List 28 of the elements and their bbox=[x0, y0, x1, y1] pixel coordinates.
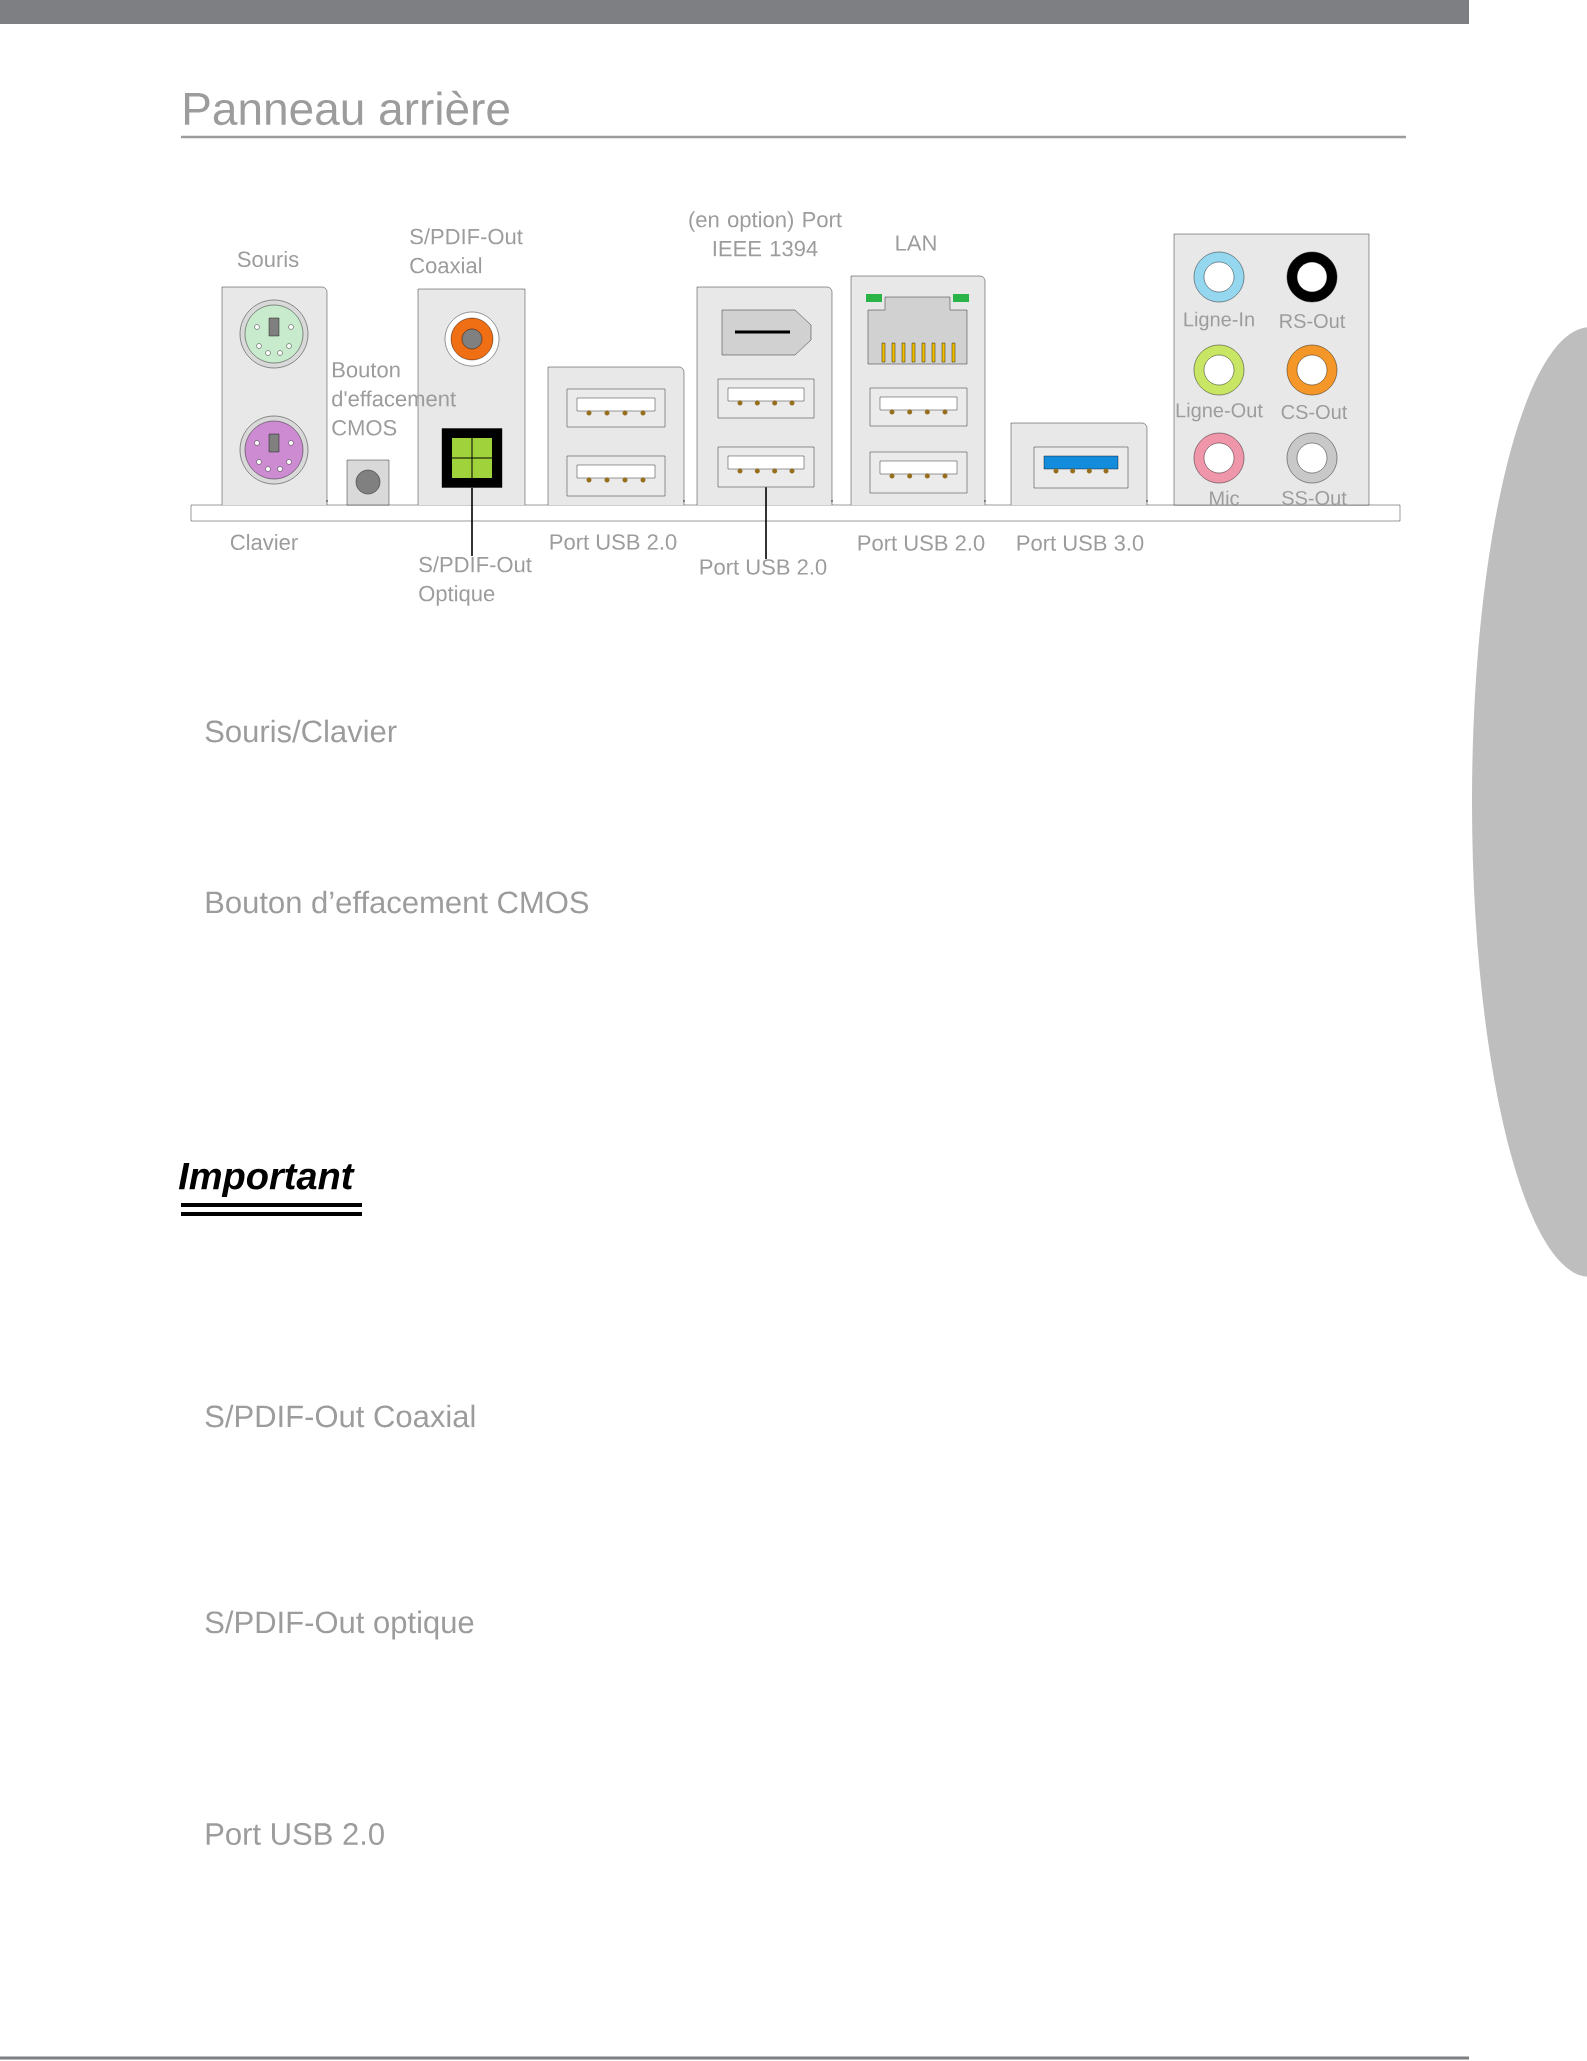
jack-label: CS-Out bbox=[1281, 404, 1348, 420]
section-heading: S/PDIF-Out Coaxial bbox=[205, 1404, 475, 1428]
port-label: Port USB 2.0 bbox=[858, 535, 985, 551]
optical-port bbox=[441, 428, 503, 488]
leader-line bbox=[471, 486, 473, 557]
port-label: Clavier bbox=[230, 533, 298, 551]
port-label: Souris bbox=[237, 250, 299, 268]
port-label: LAN bbox=[896, 235, 936, 251]
port-label: Port USB 2.0 bbox=[700, 559, 827, 575]
port-label: (en option) Port IEEE 1394 bbox=[689, 211, 842, 257]
jack-label: Ligne-In bbox=[1184, 311, 1254, 331]
jack-label: Ligne-Out bbox=[1176, 402, 1263, 422]
section-heading: Souris/Clavier bbox=[205, 719, 397, 743]
jack-label: RS-Out bbox=[1280, 313, 1346, 329]
important-heading: Important bbox=[178, 1163, 362, 1216]
leader-line bbox=[765, 486, 767, 560]
section-heading: Bouton d’effacement CMOS bbox=[206, 890, 589, 914]
usb-port bbox=[717, 446, 815, 488]
page-title: Panneau arrière bbox=[185, 90, 509, 126]
port-label: S/PDIF-Out Coaxial bbox=[410, 228, 523, 274]
audio-jack-panel bbox=[1173, 233, 1370, 506]
jack-label: Mic bbox=[1210, 490, 1239, 506]
port-label: Port USB 3.0 bbox=[1017, 535, 1144, 551]
port-label: S/PDIF-Out Optique bbox=[419, 556, 532, 606]
jack-label: SS-Out bbox=[1282, 490, 1347, 506]
section-heading: Port USB 2.0 bbox=[206, 1823, 384, 1845]
port-label: Port USB 2.0 bbox=[550, 534, 677, 550]
section-heading: S/PDIF-Out optique bbox=[205, 1610, 474, 1640]
